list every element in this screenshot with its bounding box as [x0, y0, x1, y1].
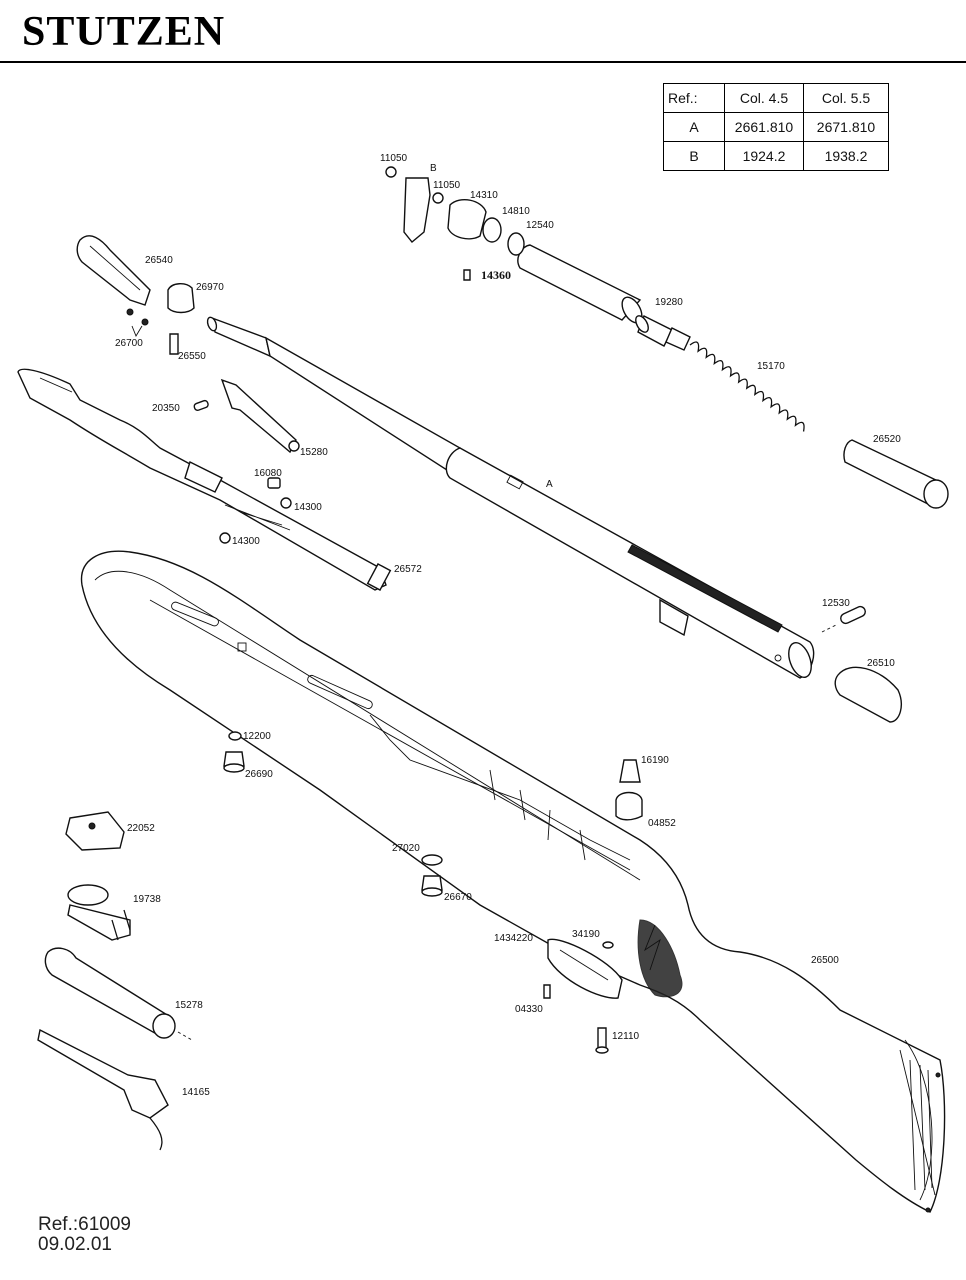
small-parts	[37, 166, 902, 1151]
footer-date: 09.02.01	[38, 1234, 112, 1255]
callout-26970: 26970	[196, 282, 224, 293]
callout-26550: 26550	[178, 351, 206, 362]
callout-14310: 14310	[470, 190, 498, 201]
callout-26572: 26572	[394, 564, 422, 575]
callout-16190: 16190	[641, 755, 669, 766]
callout-26690: 26690	[245, 769, 273, 780]
callout-26540: 26540	[145, 255, 173, 266]
callout-22052: 22052	[127, 823, 155, 834]
cylinder-part	[517, 244, 643, 324]
callout-26500: 26500	[811, 955, 839, 966]
callout-04852: 04852	[648, 818, 676, 829]
callout-26510: 26510	[867, 658, 895, 669]
callout-14165: 14165	[182, 1087, 210, 1098]
callout-12530: 12530	[822, 598, 850, 609]
callout-11050-b: 11050	[433, 180, 461, 191]
reference-table: Ref.: Col. 4.5 Col. 5.5 A 2661.810 2671.…	[663, 83, 889, 171]
callout-14360: 14360	[481, 268, 511, 282]
footer: Ref.:61009 09.02.01	[38, 1215, 131, 1255]
callout-12540: 12540	[526, 220, 554, 231]
callout-labels: 11050 B 11050 14310 14810 12540 14360 19…	[115, 153, 901, 1098]
part-26970	[167, 283, 195, 314]
callout-15170: 15170	[757, 361, 785, 372]
callout-12200: 12200	[243, 731, 271, 742]
spring-part	[689, 341, 805, 432]
title-rule	[0, 61, 966, 63]
callout-14810: 14810	[502, 206, 530, 217]
receiver-tube-part	[206, 316, 815, 679]
callout-20350: 20350	[152, 403, 180, 414]
callout-15280: 15280	[300, 447, 328, 458]
row-b-col-45: 1924.2	[724, 141, 804, 171]
link-part	[220, 378, 300, 454]
reference-table-header: Ref.: Col. 4.5 Col. 5.5	[663, 83, 889, 113]
row-a-col-45: 2661.810	[724, 112, 804, 142]
callout-26520: 26520	[873, 434, 901, 445]
piston-part	[635, 315, 691, 351]
table-row: B 1924.2 1938.2	[663, 141, 889, 171]
table-row: A 2661.810 2671.810	[663, 112, 889, 142]
header-col-55: Col. 5.5	[803, 83, 889, 113]
callout-34190: 34190	[572, 929, 600, 940]
stock-part	[80, 550, 946, 1213]
footer-ref: Ref.:61009	[38, 1214, 131, 1235]
header-ref: Ref.:	[663, 83, 725, 113]
callout-b: B	[430, 163, 437, 174]
callout-14300-a: 14300	[294, 502, 322, 513]
callout-19738: 19738	[133, 894, 161, 905]
spring-guide-part	[843, 439, 949, 509]
callout-15278: 15278	[175, 1000, 203, 1011]
row-b-col-55: 1938.2	[803, 141, 889, 171]
callout-04330: 04330	[515, 1004, 543, 1015]
callout-16080: 16080	[254, 468, 282, 479]
callout-12110: 12110	[612, 1031, 640, 1042]
callout-1434220: 1434220	[494, 933, 533, 944]
callout-26670: 26670	[444, 892, 472, 903]
row-b-ref: B	[663, 141, 725, 171]
callout-a: A	[546, 479, 553, 490]
callout-19280: 19280	[655, 297, 683, 308]
cocking-lever-part	[17, 368, 392, 591]
page-title: STUTZEN	[22, 9, 226, 55]
row-a-col-55: 2671.810	[803, 112, 889, 142]
callout-26700: 26700	[115, 338, 143, 349]
callout-14300-b: 14300	[232, 536, 260, 547]
callout-11050-a: 11050	[380, 153, 408, 164]
callout-27020: 27020	[392, 843, 420, 854]
breech-part	[76, 235, 151, 306]
